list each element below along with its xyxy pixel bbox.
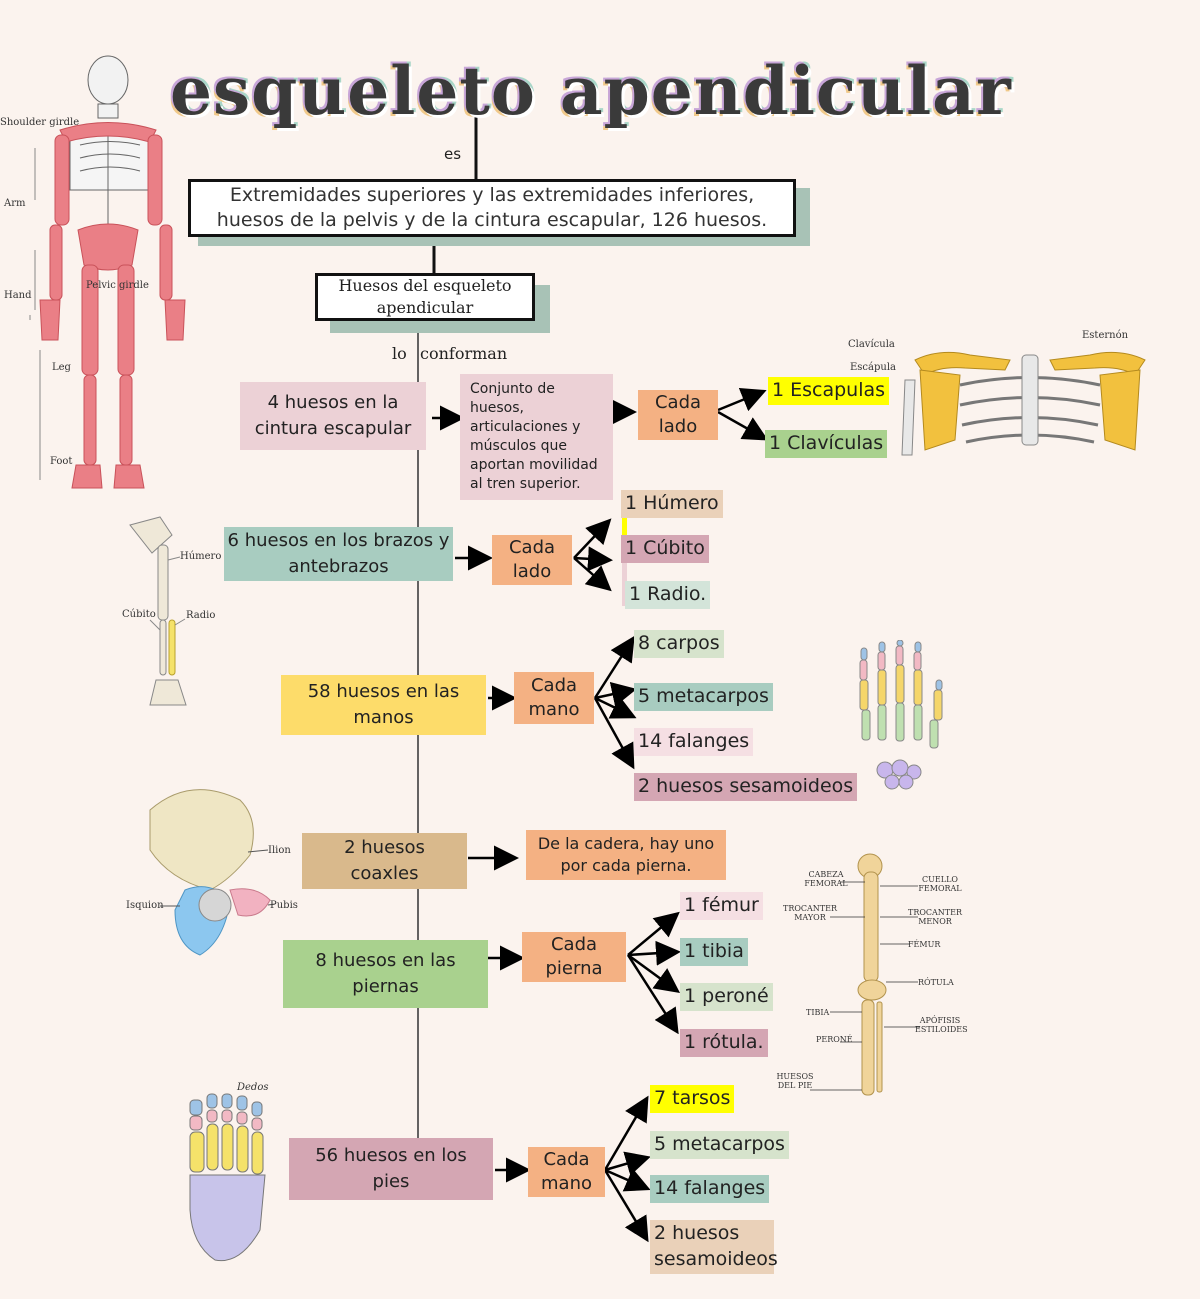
subtitle-text: Huesos del esqueleto apendicular: [338, 276, 512, 317]
leaf-foot-metacarpos: 5 metacarpos: [650, 1131, 789, 1159]
hip-illustration: [149, 789, 276, 956]
shoulder-label-esternon: Esternón: [1082, 330, 1129, 341]
group-hand-title: 58 huesos en las manos: [281, 675, 486, 735]
leg-illustration: [810, 853, 920, 1096]
group-arm-side: Cada lado: [492, 535, 572, 585]
page-title: esqueleto apendicular: [170, 52, 1012, 130]
leaf-falanges: 14 falanges: [634, 728, 754, 756]
shoulder-illustration: [901, 351, 1146, 456]
leaf-tarsos: 7 tarsos: [650, 1085, 735, 1113]
leaf-escapulas: 1 Escapulas: [768, 377, 890, 405]
arm-label-radio: Radio: [186, 610, 216, 621]
leg-label-tibia: TIBIA: [806, 1008, 830, 1017]
group-foot-side: Cada mano: [528, 1147, 605, 1197]
group-hand-side: Cada mano: [514, 672, 594, 724]
leaf-foot-falanges: 14 falanges: [650, 1175, 770, 1203]
hand-illustration: [859, 640, 943, 790]
group-leg-title: 8 huesos en las piernas: [283, 940, 488, 1008]
subtitle-box: Huesos del esqueleto apendicular: [315, 273, 535, 321]
group-shoulder-side: Cada lado: [638, 390, 718, 440]
leaf-femur: 1 fémur: [680, 892, 763, 920]
skeleton-illustration: [29, 55, 186, 489]
hip-label-pubis: Pubis: [270, 900, 298, 911]
shoulder-label-clavicula: Clavícula: [848, 339, 895, 350]
leaf-sesamoideos: 2 huesos sesamoideos: [634, 773, 858, 801]
skeleton-label-arm: Arm: [4, 198, 26, 209]
group-shoulder-title: 4 huesos en la cintura escapular: [240, 382, 426, 450]
connector-label-es: es: [444, 145, 462, 163]
leaf-clavicula: 1 Clavículas: [765, 430, 888, 458]
skeleton-label-hand: Hand: [4, 290, 32, 301]
connector-label-conforman: conforman: [420, 344, 508, 363]
leg-label-cabeza: CABEZA FEMORAL: [804, 870, 848, 888]
group-shoulder-description: Conjunto de huesos, articulaciones y mús…: [460, 374, 613, 500]
definition-box: Extremidades superiores y las extremidad…: [188, 179, 796, 237]
leg-label-trocanter-menor: TROCANTER MENOR: [907, 908, 962, 926]
hip-label-isquion: Isquion: [126, 900, 164, 911]
leaf-humero: 1 Húmero: [621, 490, 723, 518]
arm-leaf-bar-2: [622, 560, 627, 606]
skeleton-label-leg: Leg: [52, 362, 71, 373]
leg-label-rotula: RÓTULA: [918, 978, 954, 987]
group-coxal-title: 2 huesos coaxles: [302, 833, 467, 889]
group-arm-title: 6 huesos en los brazos y antebrazos: [224, 527, 453, 581]
leaf-perone: 1 peroné: [680, 983, 773, 1011]
hip-label-ilion: Ilion: [268, 845, 291, 856]
leaf-tibia: 1 tibia: [680, 938, 748, 966]
foot-illustration: [189, 1093, 266, 1262]
arm-label-humero: Húmero: [180, 551, 222, 562]
arm-leaf-bar: [622, 515, 627, 535]
shoulder-label-escapula: Escápula: [850, 362, 896, 373]
leg-label-trocanter-mayor: TROCANTER MAYOR: [782, 904, 837, 922]
leg-label-huesos-pie: HUESOS DEL PIE: [776, 1072, 814, 1090]
arm-label-cubito: Cúbito: [122, 609, 156, 620]
leaf-rotula: 1 rótula.: [680, 1029, 768, 1057]
leg-label-cuello: CUELLO FEMORAL: [918, 875, 962, 893]
leaf-metacarpos: 5 metacarpos: [634, 683, 773, 711]
definition-text: Extremidades superiores y las extremidad…: [216, 184, 768, 231]
connector-label-lo: lo: [392, 344, 407, 363]
group-foot-title: 56 huesos en los pies: [289, 1138, 493, 1200]
leaf-carpos: 8 carpos: [634, 630, 724, 658]
foot-label-dedos: Dedos: [237, 1082, 269, 1093]
leaf-cubito: 1 Cúbito: [621, 535, 709, 563]
leaf-foot-sesamoideos: 2 huesos sesamoideos: [650, 1220, 778, 1274]
leg-label-apofisis: APÓFISIS ESTILOIDES: [915, 1016, 968, 1034]
group-leg-side: Cada pierna: [522, 932, 626, 982]
group-coxal-note: De la cadera, hay uno por cada pierna.: [526, 830, 726, 880]
leg-label-perone: PERONÉ: [816, 1035, 853, 1044]
skeleton-label-pelvic: Pelvic girdle: [86, 280, 149, 291]
skeleton-label-foot: Foot: [50, 456, 73, 467]
leaf-radio: 1 Radio.: [625, 581, 711, 609]
arm-illustration: [129, 516, 187, 706]
leg-label-femur: FÉMUR: [908, 940, 941, 949]
skeleton-label-shoulder: Shoulder girdle: [0, 117, 80, 128]
